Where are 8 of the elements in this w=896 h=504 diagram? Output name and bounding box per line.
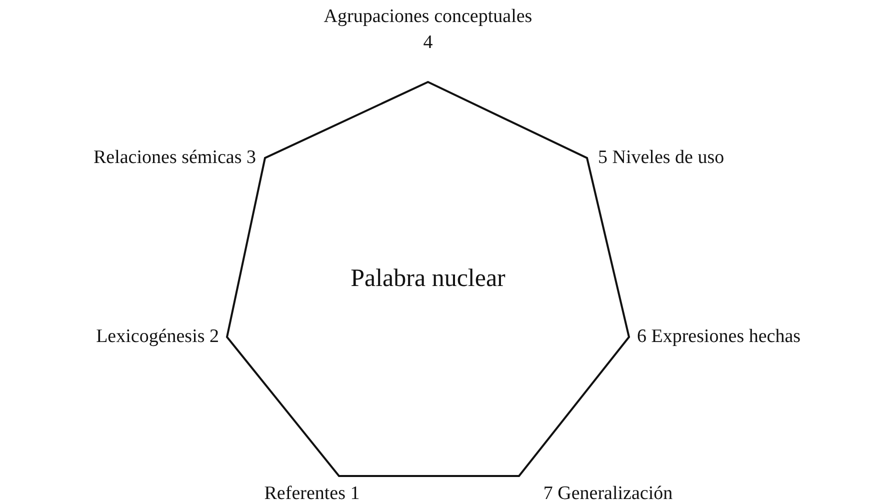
vertex-label: 7 Generalización xyxy=(543,482,673,504)
vertex-label: Lexicogénesis 2 xyxy=(96,325,219,349)
vertex-label: Agrupaciones conceptuales 4 xyxy=(322,5,534,55)
vertex-label: 6 Expresiones hechas xyxy=(637,325,801,349)
vertex-label: 5 Niveles de uso xyxy=(598,146,724,170)
vertex-label: Referentes 1 xyxy=(264,482,360,504)
center-word: Palabra nuclear xyxy=(350,265,506,293)
vertex-label: Relaciones sémicas 3 xyxy=(93,146,256,170)
